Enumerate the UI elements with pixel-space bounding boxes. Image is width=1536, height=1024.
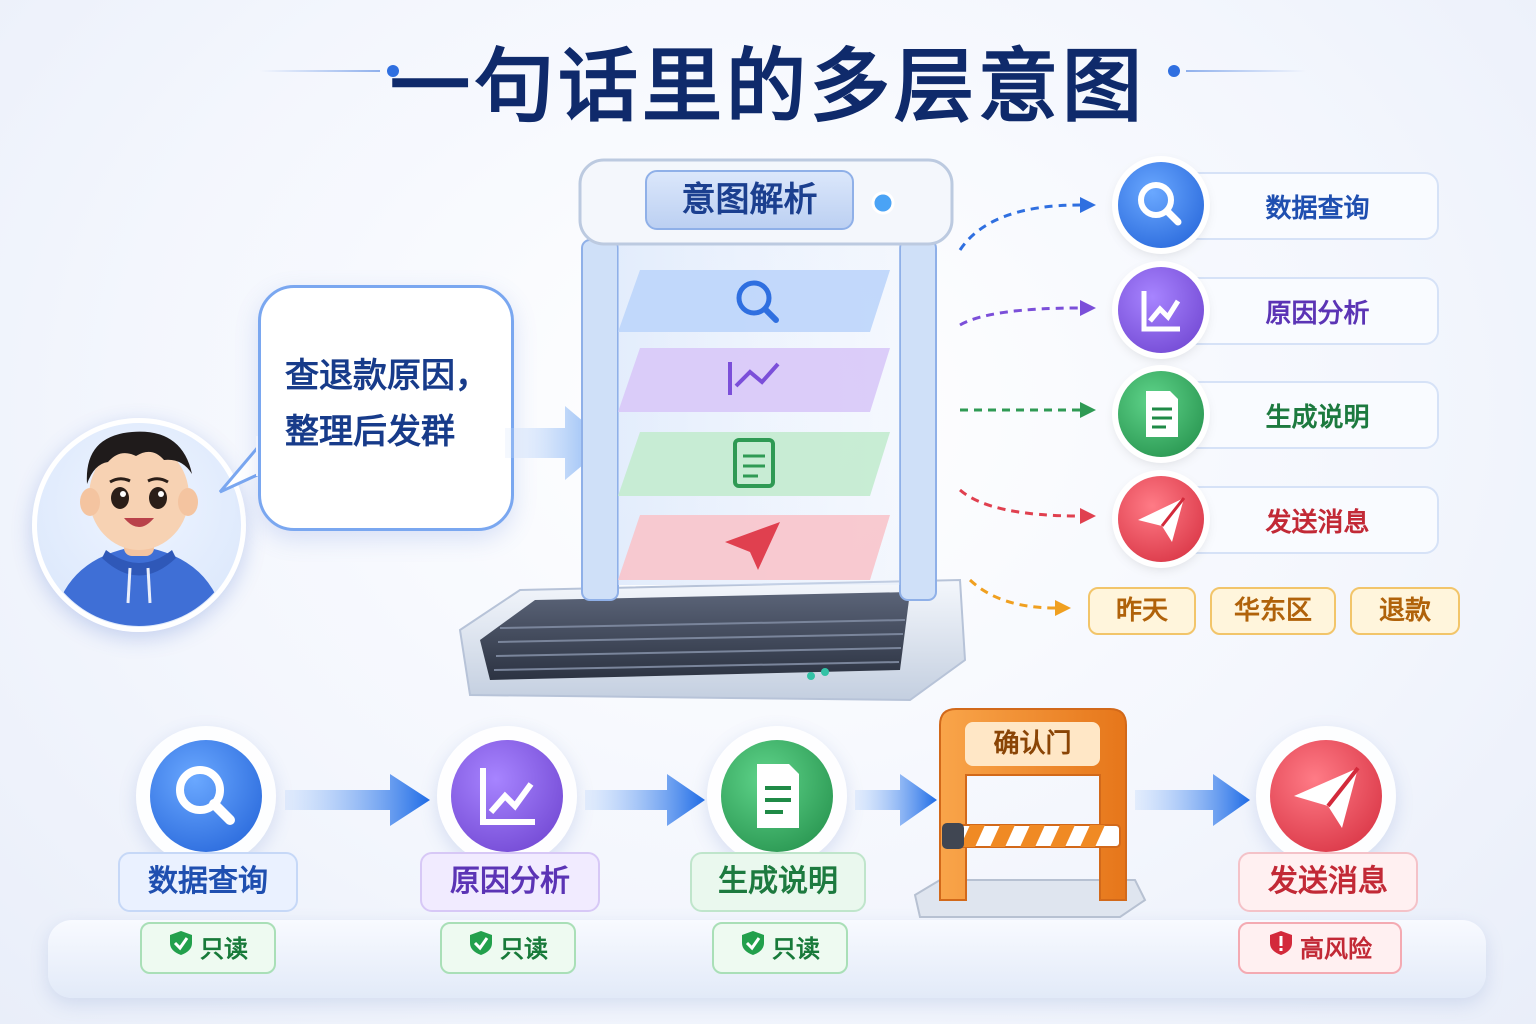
parser-label: 意图解析 (645, 170, 854, 230)
title-line-left (260, 70, 380, 72)
flow-arrow-4 (1135, 774, 1250, 826)
intent-label-analysis: 原因分析 (1265, 299, 1370, 329)
title-line-right (1186, 70, 1306, 72)
user-message-line-2: 整理后发群 (285, 412, 455, 452)
readonly-badge: 只读 (712, 922, 848, 974)
chart-icon (1118, 267, 1204, 353)
send-icon (1118, 476, 1204, 562)
flow-step-label-send: 发送消息 (1238, 852, 1418, 912)
entity-chip-region: 华东区 (1210, 587, 1336, 635)
document-icon (1118, 371, 1204, 457)
user-message-line-1: 查退款原因， (285, 356, 489, 396)
confirmation-gate-label: 确认门 (965, 722, 1100, 766)
readonly-badge: 只读 (440, 922, 576, 974)
readonly-badge: 只读 (140, 922, 276, 974)
document-icon (721, 740, 833, 852)
flow-step-label-query: 数据查询 (118, 852, 298, 912)
user-message: 查退款原因， 整理后发群 (285, 348, 515, 460)
flow-step-label-summary: 生成说明 (690, 852, 866, 912)
entity-chip-topic: 退款 (1350, 587, 1460, 635)
high-risk-badge: 高风险 (1238, 922, 1402, 974)
intent-parser-machine (458, 158, 967, 702)
flow-step-label-analysis: 原因分析 (420, 852, 600, 912)
user-avatar-illustration (52, 431, 226, 626)
search-icon (1118, 162, 1204, 248)
shield-alert-icon (1268, 925, 1294, 973)
intent-card-query (1160, 172, 1439, 240)
intent-label-send: 发送消息 (1265, 508, 1370, 538)
intent-card-analysis (1160, 277, 1439, 345)
search-icon (150, 740, 262, 852)
title-dot-right (1168, 65, 1180, 77)
page-title: 一句话里的多层意图 (390, 40, 1146, 133)
flow-arrow-3 (855, 774, 937, 826)
title-dot-left (387, 65, 399, 77)
chart-icon (451, 740, 563, 852)
intent-card-summary (1160, 381, 1439, 449)
user-avatar (32, 418, 246, 632)
send-icon (1270, 740, 1382, 852)
shield-check-icon (168, 925, 194, 973)
intent-label-query: 数据查询 (1265, 194, 1370, 224)
flow-arrow-1 (285, 774, 430, 826)
speech-bubble (258, 285, 514, 531)
flow-arrow-2 (585, 774, 705, 826)
shield-check-icon (740, 925, 766, 973)
shield-check-icon (468, 925, 494, 973)
entity-chip-time: 昨天 (1088, 587, 1196, 635)
intent-connectors (958, 197, 1096, 616)
intent-label-summary: 生成说明 (1265, 403, 1370, 433)
